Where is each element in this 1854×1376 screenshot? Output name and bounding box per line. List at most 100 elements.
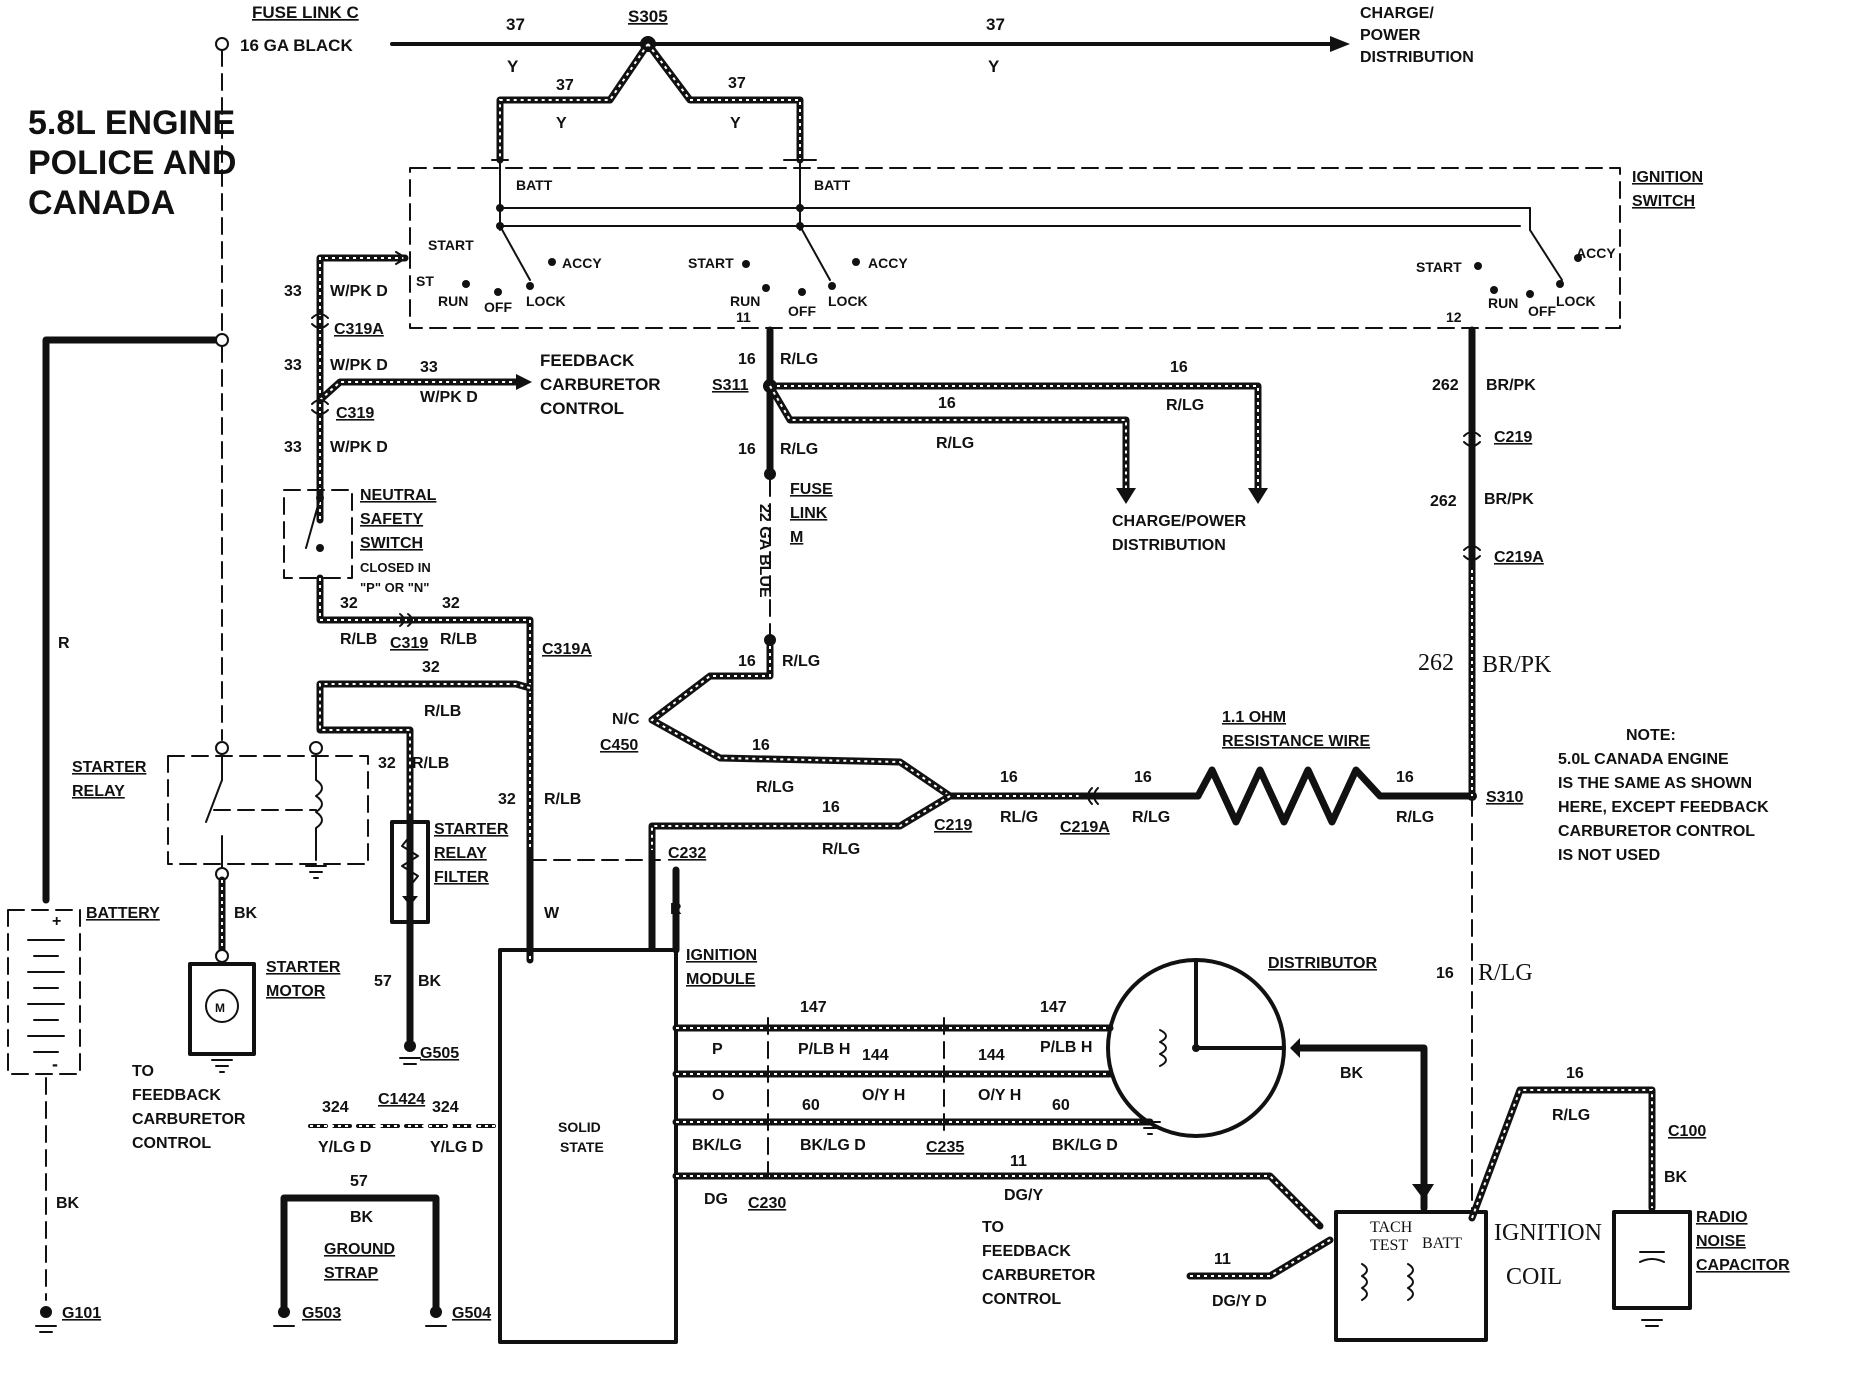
p-lb-h-label-1: P/LB H <box>798 1041 850 1058</box>
c16-label-3: 16 <box>738 653 756 670</box>
starter-relay-box <box>167 755 369 865</box>
dg-y-label: DG/Y <box>1004 1187 1043 1204</box>
bk-lg-label: BK/LG <box>692 1137 742 1154</box>
resistance-label-2: RESISTANCE WIRE <box>1222 733 1370 750</box>
circuit-37-right: 37 <box>986 15 1005 34</box>
p-label: P <box>712 1041 723 1058</box>
feedback-carb-1: FEEDBACK <box>540 351 635 370</box>
c100-label: C100 <box>1668 1123 1706 1140</box>
battery-minus: - <box>52 1054 58 1074</box>
switch3-run: RUN <box>1488 295 1518 311</box>
c262-label-1: 262 <box>1432 377 1459 394</box>
color-y-left: Y <box>507 57 519 76</box>
circuit-37-branch-l: 37 <box>556 77 574 94</box>
c32-label-4: 32 <box>378 755 396 772</box>
starter-relay-filter: STARTER RELAY FILTER 57 BK G505 <box>374 816 509 1065</box>
title-line-1: 5.8L ENGINE <box>28 104 235 142</box>
c57-label: 57 <box>374 973 392 990</box>
c144-label-1: 144 <box>862 1047 889 1064</box>
bk-lg-d-label-1: BK/LG D <box>800 1137 866 1154</box>
relay-coil <box>315 753 323 861</box>
title-line-3: CANADA <box>28 184 175 222</box>
wire-16-r-lg-branch-b <box>766 382 1130 494</box>
o-y-h-label-1: O/Y H <box>862 1087 905 1104</box>
switch3-lock: LOCK <box>1556 293 1596 309</box>
switch2-run: RUN <box>730 293 760 309</box>
wire-16ga-black-label: 16 GA BLACK <box>240 36 353 55</box>
y-lg-d-label-1: Y/LG D <box>318 1139 371 1156</box>
ignition-coil-box <box>1334 1210 1488 1342</box>
switch2-off: OFF <box>788 303 816 319</box>
c16-label-b: 16 <box>938 395 956 412</box>
bk-ground-label: BK <box>56 1195 80 1212</box>
r-lg-label-b: R/LG <box>936 435 974 452</box>
r-lg-label-6: R/LG <box>1396 809 1434 826</box>
g503-label: G503 <box>302 1305 341 1322</box>
note-line-2: 5.0L CANADA ENGINE <box>1558 751 1729 768</box>
starter-relay-label-1: STARTER <box>72 759 147 776</box>
run-circuit: 16 R/LG S311 16 R/LG 16 R/LG CHARGE/POWE… <box>600 326 1523 952</box>
c319a-label-lower: C319A <box>542 641 592 658</box>
r-lg-label-a: R/LG <box>1166 397 1204 414</box>
c324-label-2: 324 <box>432 1099 459 1116</box>
bk-strap-label: BK <box>350 1209 374 1226</box>
c319a-label: C319A <box>334 321 384 338</box>
color-y-branch-l: Y <box>556 115 567 132</box>
r-lg-label-7: R/LG <box>822 841 860 858</box>
c16-label-7: 16 <box>1396 769 1414 786</box>
switch2-lock: LOCK <box>828 293 868 309</box>
switch1-start: START <box>428 237 474 253</box>
ground-strap-section: 324 324 C1424 Y/LG D Y/LG D 57 BK GROUND… <box>273 1091 498 1327</box>
wire-16-r-lg-capacitor <box>1468 1086 1656 1222</box>
charge-power-arrow <box>1330 36 1350 52</box>
c262-label-2: 262 <box>1430 493 1457 510</box>
starter-motor-label-2: MOTOR <box>266 983 326 1000</box>
color-y-right: Y <box>988 57 1000 76</box>
splice-s305-label: S305 <box>628 7 668 26</box>
c16-label-a: 16 <box>1170 359 1188 376</box>
ignition-coil: TACH TEST BATT IGNITION COIL <box>1334 1184 1602 1342</box>
switch2-accy: ACCY <box>868 255 908 271</box>
wire-bk-distributor <box>1296 1044 1428 1212</box>
c219a-center-label: C219A <box>1060 819 1110 836</box>
c11-label-1: 11 <box>1010 1153 1027 1170</box>
to-feedback-4: CONTROL <box>132 1135 211 1152</box>
starter-relay-label-2: RELAY <box>72 783 125 800</box>
neutral-safety-5: "P" OR "N" <box>360 580 429 595</box>
nc-label: N/C <box>612 711 640 728</box>
battery-plus: + <box>52 913 61 930</box>
charge-power-center-2: DISTRIBUTION <box>1112 537 1226 554</box>
w-label: W <box>544 905 560 922</box>
switch1-lock: LOCK <box>526 293 566 309</box>
filter-label-2: RELAY <box>434 845 487 862</box>
charge-power-label-2: POWER <box>1360 27 1421 44</box>
cap-r-lg-label: R/LG <box>1552 1107 1590 1124</box>
cap-c16-label: 16 <box>1566 1065 1584 1082</box>
neutral-safety-2: SAFETY <box>360 511 423 528</box>
bk-starter-label: BK <box>234 905 258 922</box>
connector-c319 <box>311 399 329 415</box>
g505-label: G505 <box>420 1045 459 1062</box>
r-lg-label-2: R/LG <box>780 441 818 458</box>
switch2-circuit-11: 11 <box>736 309 751 325</box>
c230-label: C230 <box>748 1195 786 1212</box>
c262-large: 262 <box>1418 650 1454 676</box>
pickup-coil <box>1159 1029 1167 1067</box>
w-pk-d-label-2: W/PK D <box>330 357 388 374</box>
neutral-safety-3: SWITCH <box>360 535 423 552</box>
feedback-carb-2: CARBURETOR <box>540 375 661 394</box>
c32-label-1: 32 <box>340 595 358 612</box>
g504-label: G504 <box>452 1305 491 1322</box>
module-to-feedback-2: FEEDBACK <box>982 1243 1071 1260</box>
battery-box <box>7 909 81 1075</box>
c16-label-4: 16 <box>752 737 770 754</box>
c219a-right-label: C219A <box>1494 549 1544 566</box>
note-line-5: CARBURETOR CONTROL <box>1558 823 1755 840</box>
radio-noise-capacitor: 16 R/LG C100 BK RADIO NOISE CAPACITOR <box>1468 1065 1790 1327</box>
charge-power-label-3: DISTRIBUTION <box>1360 49 1474 66</box>
c33-label-1: 33 <box>284 283 302 300</box>
start-circuit: 33 W/PK D C319A 33 W/PK D 33 W/PK D FEED… <box>283 251 661 964</box>
c219-center-label: C219 <box>934 817 972 834</box>
fuse-link-c-terminal <box>215 37 229 51</box>
feedback-carb-3: CONTROL <box>540 399 624 418</box>
